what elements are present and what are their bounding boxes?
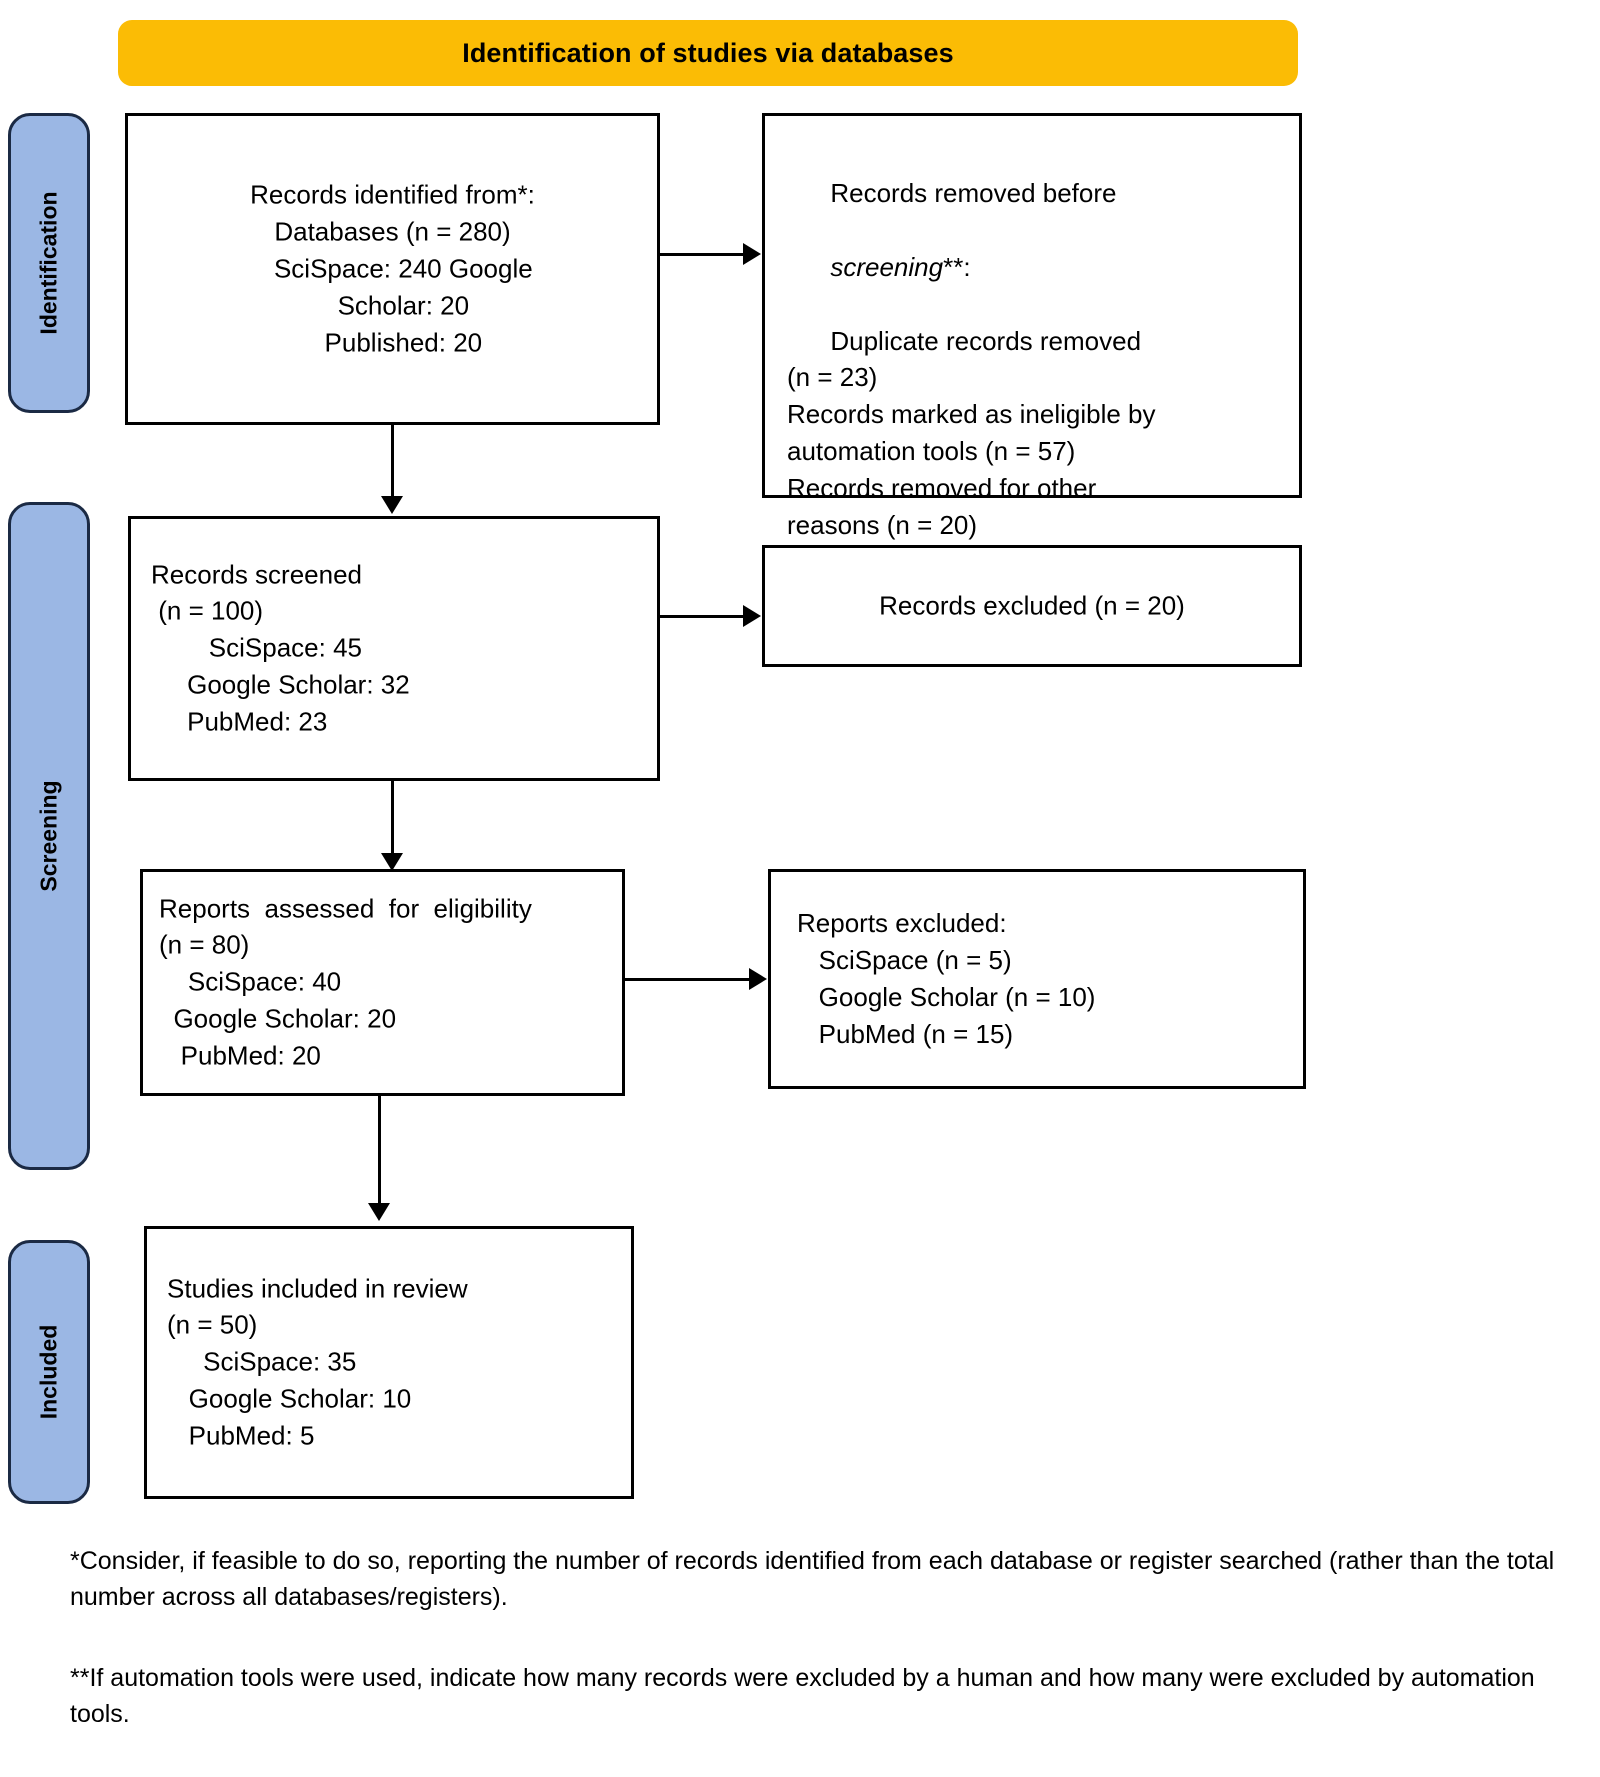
page-title: Identification of studies via databases xyxy=(462,37,954,68)
stage-rail-included: Included xyxy=(8,1240,90,1504)
connector-identified-to-screened xyxy=(391,425,394,503)
connector-assessed-to-reports-excluded xyxy=(625,978,751,981)
box-records-removed-text: Records removed before screening**: Dupl… xyxy=(765,138,1299,581)
box-studies-included-text: Studies included in review (n = 50) SciS… xyxy=(167,1273,468,1451)
arrowhead-assessed-to-included xyxy=(368,1203,390,1221)
box-records-removed: Records removed before screening**: Dupl… xyxy=(762,113,1302,540)
box-records-excluded: Records excluded (n = 20) xyxy=(762,545,1302,667)
box-reports-assessed-text: Reports assessed for eligibility (n = 80… xyxy=(159,893,532,1071)
records-removed-asterisks: **: xyxy=(943,251,971,282)
records-removed-detail: Duplicate records removed (n = 23) Recor… xyxy=(787,325,1156,541)
records-removed-screening-italic: screening xyxy=(830,251,944,282)
stage-rail-screening: Screening xyxy=(8,502,90,1170)
box-records-screened-text: Records screened (n = 100) SciSpace: 45 … xyxy=(151,559,410,737)
arrowhead-screened-to-assessed xyxy=(381,853,403,871)
connector-assessed-to-included xyxy=(378,1096,381,1210)
box-reports-excluded: Reports excluded: SciSpace (n = 5) Googl… xyxy=(768,869,1306,1089)
arrowhead-assessed-to-reports-excluded xyxy=(749,968,767,990)
diagram-header-banner: Identification of studies via databases xyxy=(118,20,1298,86)
stage-rail-identification: Identification xyxy=(8,113,90,413)
connector-screened-to-assessed xyxy=(391,781,394,860)
records-removed-line1: Records removed before xyxy=(830,177,1117,208)
connector-screened-to-excluded xyxy=(660,615,745,618)
arrowhead-identified-to-removed xyxy=(743,243,761,265)
arrowhead-screened-to-excluded xyxy=(743,605,761,627)
box-studies-included: Studies included in review (n = 50) SciS… xyxy=(144,1226,634,1499)
connector-identified-to-removed xyxy=(660,253,745,256)
stage-label-screening: Screening xyxy=(35,780,62,892)
footnote-double-asterisk: **If automation tools were used, indicat… xyxy=(70,1664,1535,1729)
box-records-identified: Records identified from*: Databases (n =… xyxy=(125,113,660,425)
stage-label-identification: Identification xyxy=(35,191,62,335)
footnote-asterisk: *Consider, if feasible to do so, reporti… xyxy=(70,1547,1555,1612)
box-reports-excluded-text: Reports excluded: SciSpace (n = 5) Googl… xyxy=(797,908,1096,1049)
stage-label-included: Included xyxy=(35,1324,62,1420)
box-records-excluded-text: Records excluded (n = 20) xyxy=(879,590,1185,621)
box-reports-assessed: Reports assessed for eligibility (n = 80… xyxy=(140,869,625,1096)
box-records-identified-text: Records identified from*: Databases (n =… xyxy=(250,179,535,358)
box-records-screened: Records screened (n = 100) SciSpace: 45 … xyxy=(128,516,660,781)
arrowhead-identified-to-screened xyxy=(381,496,403,514)
